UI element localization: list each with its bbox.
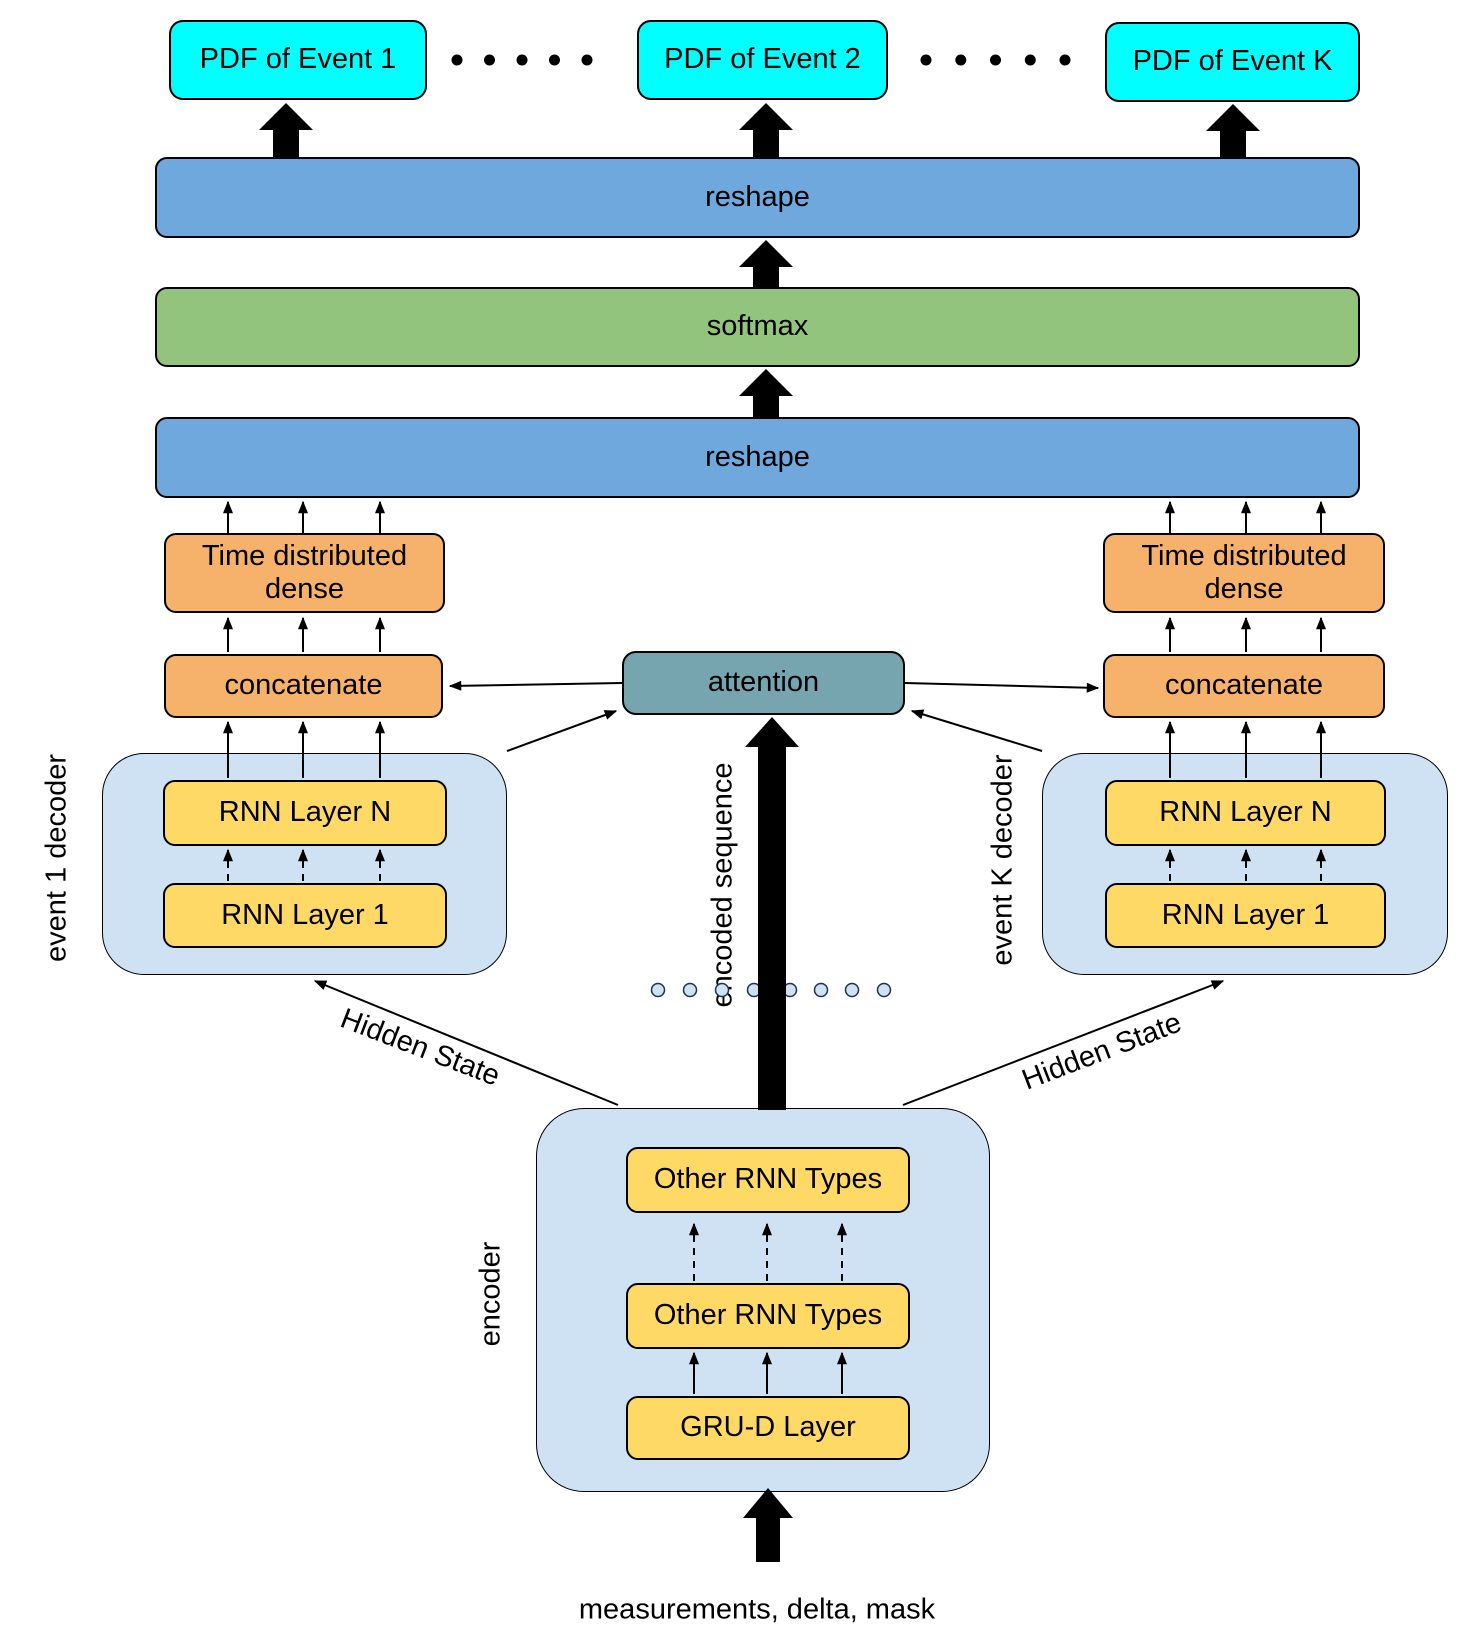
middle-dots xyxy=(650,982,892,998)
input-label: measurements, delta, mask xyxy=(578,1593,936,1626)
pdf-event-k-box: PDF of Event K xyxy=(1105,22,1360,102)
left-tdd-to-reshape-arrows xyxy=(223,500,385,533)
right-rnn-layer-n-box: RNN Layer N xyxy=(1105,780,1386,846)
hidden-state-right-arrow xyxy=(902,980,1225,1106)
event-k-decoder-label: event K decoder xyxy=(986,754,1019,966)
arrow-input-to-encoder xyxy=(743,1488,793,1562)
arrow-reshape-to-pdfk xyxy=(1206,104,1260,157)
hidden-state-left-label: Hidden State xyxy=(336,1002,505,1093)
right-tdd-to-reshape-arrows xyxy=(1165,500,1326,533)
arrow-reshape-to-softmax xyxy=(739,369,793,417)
reshape-bottom-bar: reshape xyxy=(155,417,1360,498)
right-rnn-layer-1-box: RNN Layer 1 xyxy=(1105,883,1386,948)
pdf-event-2-box: PDF of Event 2 xyxy=(637,20,888,100)
pdf-event-1-box: PDF of Event 1 xyxy=(169,20,427,100)
right-concat-to-tdd-arrows xyxy=(1165,616,1326,652)
right-time-distributed-dense-box: Time distributed dense xyxy=(1103,533,1385,613)
top-dots-right xyxy=(920,54,1071,66)
softmax-bar: softmax xyxy=(155,287,1360,367)
attention-to-right-concat-arrow xyxy=(904,682,1100,693)
encoded-sequence-label: encoded sequence xyxy=(706,762,739,1008)
left-time-distributed-dense-box: Time distributed dense xyxy=(164,533,445,613)
hidden-state-right-label: Hidden State xyxy=(1017,1006,1186,1097)
arrow-softmax-to-reshape xyxy=(739,240,793,287)
event-1-decoder-label: event 1 decoder xyxy=(40,754,73,962)
arrow-reshape-to-pdf1 xyxy=(259,103,313,157)
encoder-gru-d-box: GRU-D Layer xyxy=(626,1396,910,1460)
top-dots-left xyxy=(451,54,593,66)
left-rnn-layer-1-box: RNN Layer 1 xyxy=(163,883,447,948)
left-concat-to-tdd-arrows xyxy=(223,616,385,652)
right-concatenate-box: concatenate xyxy=(1103,654,1385,718)
left-decoder-to-attention-arrow xyxy=(506,710,618,752)
encoder-other-rnn-top-box: Other RNN Types xyxy=(626,1147,910,1213)
attention-box: attention xyxy=(622,651,905,715)
encoder-label: encoder xyxy=(474,1241,507,1347)
arrow-encoded-sequence xyxy=(745,717,799,1110)
attention-to-left-concat-arrow xyxy=(448,680,623,691)
arrow-reshape-to-pdf2 xyxy=(739,103,793,157)
left-rnn-layer-n-box: RNN Layer N xyxy=(163,780,447,846)
encoder-other-rnn-mid-box: Other RNN Types xyxy=(626,1283,910,1349)
right-decoder-to-attention-arrow xyxy=(910,709,1043,752)
reshape-top-bar: reshape xyxy=(155,157,1360,238)
left-concatenate-box: concatenate xyxy=(164,654,443,718)
